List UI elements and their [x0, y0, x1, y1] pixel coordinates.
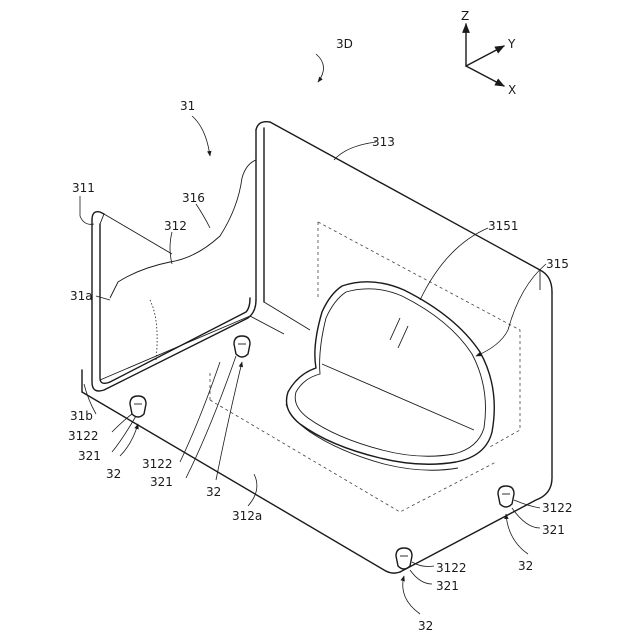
label-31a: 31a	[70, 289, 93, 303]
u-frame	[92, 160, 256, 391]
leader-lines	[80, 54, 546, 614]
coordinate-axes: Z Y X	[461, 9, 516, 97]
label-32-d: 32	[518, 559, 533, 573]
label-312a: 312a	[232, 509, 262, 523]
reference-labels: 3D 31 313 311 316 312 3151 315 31a 31b 3…	[68, 37, 573, 633]
label-312: 312	[164, 219, 187, 233]
label-3122-a: 3122	[68, 429, 99, 443]
label-3151: 3151	[488, 219, 519, 233]
label-321-b: 321	[150, 475, 173, 489]
label-313: 313	[372, 135, 395, 149]
housing-body	[82, 122, 552, 573]
heart-window	[286, 282, 494, 470]
label-321-a: 321	[78, 449, 101, 463]
label-3122-c: 3122	[436, 561, 467, 575]
clip-b	[234, 336, 250, 357]
axis-z-label: Z	[461, 9, 469, 23]
label-3d: 3D	[336, 37, 353, 51]
label-32-b: 32	[206, 485, 221, 499]
label-3122-d: 3122	[542, 501, 573, 515]
clip-c	[396, 548, 412, 569]
label-3122-b: 3122	[142, 457, 173, 471]
clip-d	[498, 486, 514, 507]
label-321-d: 321	[542, 523, 565, 537]
label-316: 316	[182, 191, 205, 205]
axis-y-label: Y	[507, 37, 516, 51]
clip-a	[130, 396, 146, 417]
axis-x-label: X	[508, 83, 516, 97]
label-311: 311	[72, 181, 95, 195]
label-32-c: 32	[418, 619, 433, 633]
label-315: 315	[546, 257, 569, 271]
label-321-c: 321	[436, 579, 459, 593]
label-31: 31	[180, 99, 195, 113]
label-32-a: 32	[106, 467, 121, 481]
label-31b: 31b	[70, 409, 93, 423]
